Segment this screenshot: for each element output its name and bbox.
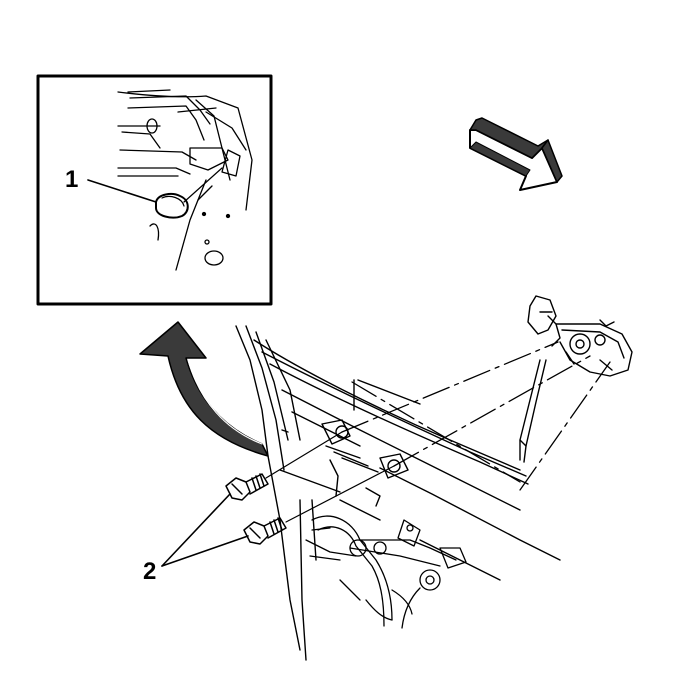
plug-icon xyxy=(155,193,189,219)
detail-inset xyxy=(36,74,273,306)
callout-label-2: 2 xyxy=(143,558,157,585)
alignment-lines xyxy=(341,341,611,491)
bolt-icon xyxy=(225,431,395,545)
callout-2-leaders xyxy=(161,493,249,567)
detail-view-arrow-icon xyxy=(139,321,269,457)
latch-cable-assembly xyxy=(305,515,467,629)
direction-arrow-icon xyxy=(469,117,563,191)
outside-handle xyxy=(519,295,633,463)
door-panel xyxy=(235,325,561,661)
callout-label-1: 1 xyxy=(65,166,79,193)
